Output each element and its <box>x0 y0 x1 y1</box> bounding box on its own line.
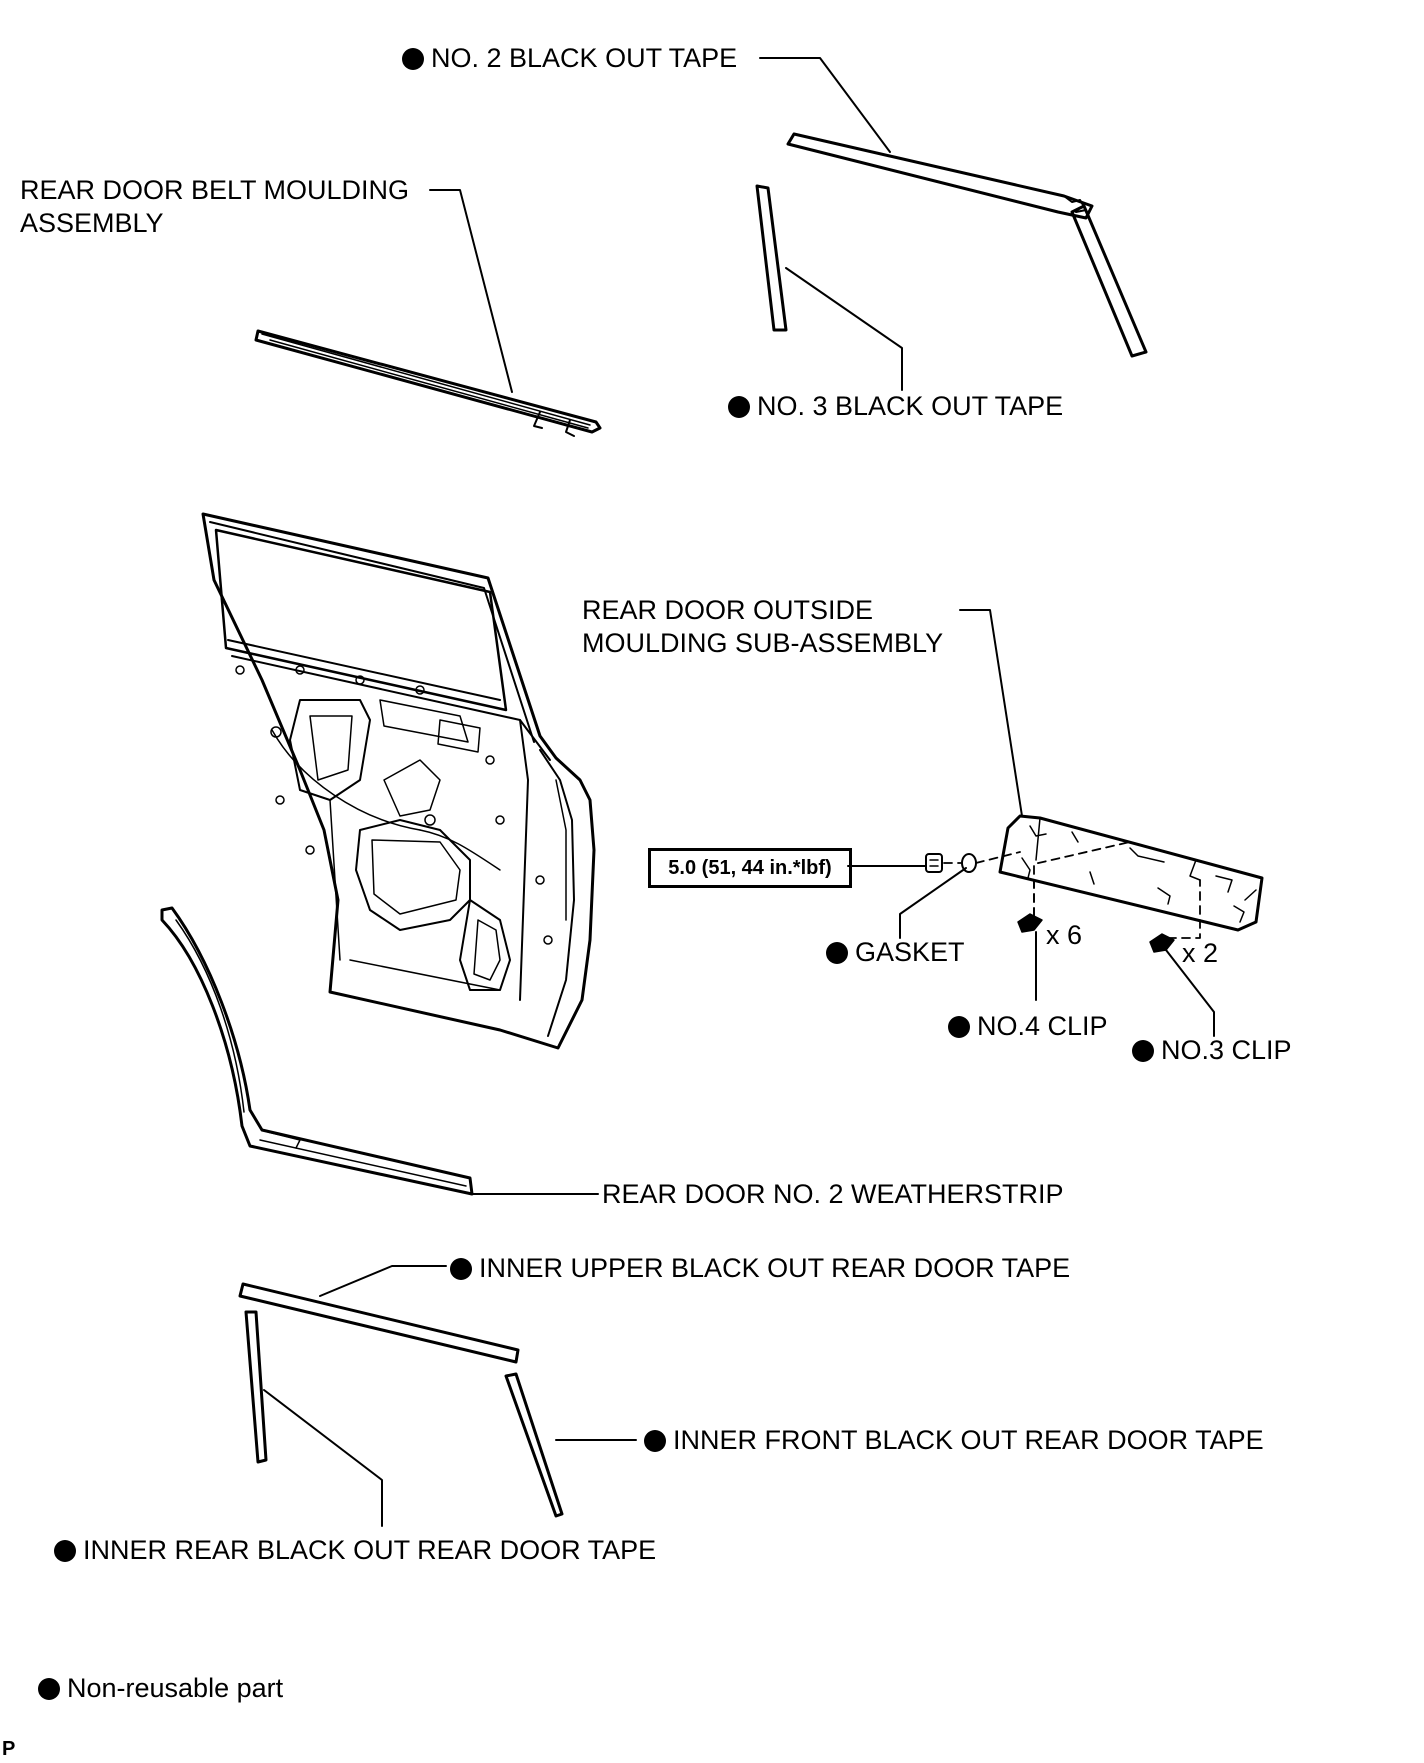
belt-moulding-part <box>254 329 602 437</box>
legend-non-reusable: Non-reusable part <box>38 1672 283 1705</box>
non-reusable-dot-icon <box>402 48 424 70</box>
torque-spec-box: 5.0 (51, 44 in.*lbf) <box>648 848 852 888</box>
non-reusable-dot-icon <box>38 1678 60 1700</box>
figure-code: P <box>2 1738 16 1760</box>
rear-door-panel <box>201 512 596 1050</box>
inner-upper-tape-part <box>238 1282 520 1364</box>
label-outside-moulding: REAR DOOR OUTSIDE MOULDING SUB-ASSEMBLY <box>582 594 943 660</box>
label-inner-upper-tape: INNER UPPER BLACK OUT REAR DOOR TAPE <box>450 1252 1070 1285</box>
label-belt-moulding-line1: REAR DOOR BELT MOULDING <box>20 175 410 205</box>
label-inner-front-tape: INNER FRONT BLACK OUT REAR DOOR TAPE <box>644 1424 1264 1457</box>
no4-clip-quantity: x 6 <box>1046 920 1083 950</box>
non-reusable-dot-icon <box>826 942 848 964</box>
label-no3-clip: NO.3 CLIP <box>1132 1034 1292 1067</box>
outside-moulding-part <box>998 814 1264 932</box>
no3-clip-part <box>1149 933 1175 953</box>
label-outside-moulding-line1: REAR DOOR OUTSIDE <box>582 595 874 625</box>
non-reusable-dot-icon <box>54 1540 76 1562</box>
label-no4-clip: NO.4 CLIP <box>948 1010 1108 1043</box>
non-reusable-dot-icon <box>644 1430 666 1452</box>
label-gasket: GASKET <box>826 936 965 969</box>
no3-clip-quantity: x 2 <box>1182 938 1219 968</box>
non-reusable-dot-icon <box>728 396 750 418</box>
non-reusable-dot-icon <box>1132 1040 1154 1062</box>
label-no2-black-out-tape: NO. 2 BLACK OUT TAPE <box>402 42 737 75</box>
weatherstrip-part <box>160 906 474 1196</box>
dashed-alignment-lines <box>943 841 1201 939</box>
label-inner-rear-tape: INNER REAR BLACK OUT REAR DOOR TAPE <box>54 1534 656 1567</box>
label-belt-moulding-line2: ASSEMBLY <box>20 208 164 238</box>
label-belt-moulding: REAR DOOR BELT MOULDING ASSEMBLY <box>20 174 409 240</box>
inner-rear-tape-part <box>244 1310 268 1464</box>
no4-clip-part <box>1017 913 1043 933</box>
no3-black-out-tape-part <box>755 184 1148 358</box>
leader-lines <box>263 57 1215 1527</box>
label-no3-black-out-tape: NO. 3 BLACK OUT TAPE <box>728 390 1063 423</box>
non-reusable-dot-icon <box>948 1016 970 1038</box>
non-reusable-dot-icon <box>450 1258 472 1280</box>
inner-front-tape-part <box>504 1372 564 1518</box>
label-no2-weatherstrip: REAR DOOR NO. 2 WEATHERSTRIP <box>602 1179 1064 1209</box>
label-outside-moulding-line2: MOULDING SUB-ASSEMBLY <box>582 628 944 658</box>
no2-black-out-tape-part <box>786 132 1094 220</box>
